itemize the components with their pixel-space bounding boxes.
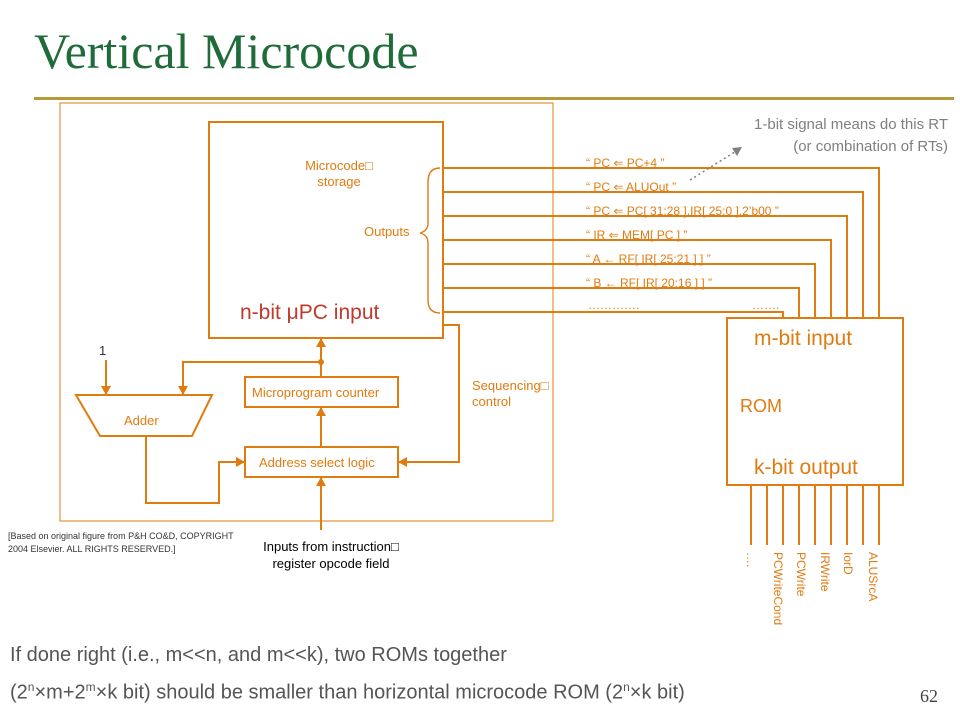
adder-label: Adder — [124, 413, 159, 428]
signal-line-6 — [443, 287, 800, 318]
address-select-label: Address select logic — [259, 455, 375, 470]
adder-shape — [74, 394, 214, 437]
signal-label: “ PC ⇐ PC+4 ” — [586, 156, 665, 170]
page-title: Vertical Microcode — [34, 23, 419, 79]
title-divider — [34, 97, 954, 100]
upc-input-label: n-bit μPC input — [240, 301, 380, 324]
signal-label: …………. — [588, 298, 640, 312]
signal-line-4 — [443, 239, 832, 318]
rom-input-label: m-bit input — [754, 327, 853, 350]
bottom-line-1: If done right (i.e., m<<n, and m<<k), tw… — [10, 644, 507, 666]
signal-line-1 — [443, 167, 880, 318]
signal-line-2 — [443, 191, 864, 318]
inputs-from-ir-label: Inputs from instruction□ register opcode… — [263, 539, 399, 571]
annotation-line-1: 1-bit signal means do this RT — [754, 116, 948, 133]
signal-label: “ PC ⇐ PC[ 31:28 ],IR[ 25:0 ],2’b00 ” — [586, 204, 779, 218]
rom-output-name: ALUSrcA — [866, 552, 880, 602]
signal-label: “ IR ⇐ MEM[ PC ] ” — [586, 228, 688, 242]
signal-label: “ A ← RF[ IR[ 25:21 ] ] ” — [586, 252, 711, 266]
annotation-line-2: (or combination of RTs) — [793, 138, 948, 155]
rom-output-label: k-bit output — [754, 456, 858, 479]
rom-output-name: IorD — [841, 552, 855, 575]
rom-output-name: IRWrite — [818, 552, 832, 592]
signal-label: “ B ← RF[ IR[ 20:16 ] ] ” — [586, 276, 713, 290]
sequencing-control-label: Sequencing□ control — [472, 378, 549, 409]
signal-line-3 — [443, 215, 848, 318]
bottom-line-2: (2n×m+2m×k bit) should be smaller than h… — [10, 680, 685, 704]
microcode-storage-label: Microcode□ storage — [305, 158, 373, 189]
microprogram-counter-label: Microprogram counter — [252, 385, 380, 400]
rom-output-name: PCWriteCond — [771, 552, 785, 626]
adder-input-one: 1 — [99, 343, 107, 358]
rom-output-name: …. — [744, 552, 758, 568]
microcode-storage-box — [208, 121, 444, 339]
rom-label: ROM — [740, 396, 782, 416]
rom-output-name: PCWrite — [794, 552, 808, 597]
signal-dots: ……. — [752, 298, 780, 312]
page-number: 62 — [920, 686, 938, 706]
citation-line-1: [Based on original figure from P&H CO&D,… — [8, 531, 234, 541]
signal-line-5 — [443, 263, 816, 318]
citation-line-2: 2004 Elsevier. ALL RIGHTS RESERVED.] — [8, 544, 176, 554]
outputs-label: Outputs — [364, 224, 410, 239]
signal-label: “ PC ⇐ ALUOut ” — [586, 180, 677, 194]
